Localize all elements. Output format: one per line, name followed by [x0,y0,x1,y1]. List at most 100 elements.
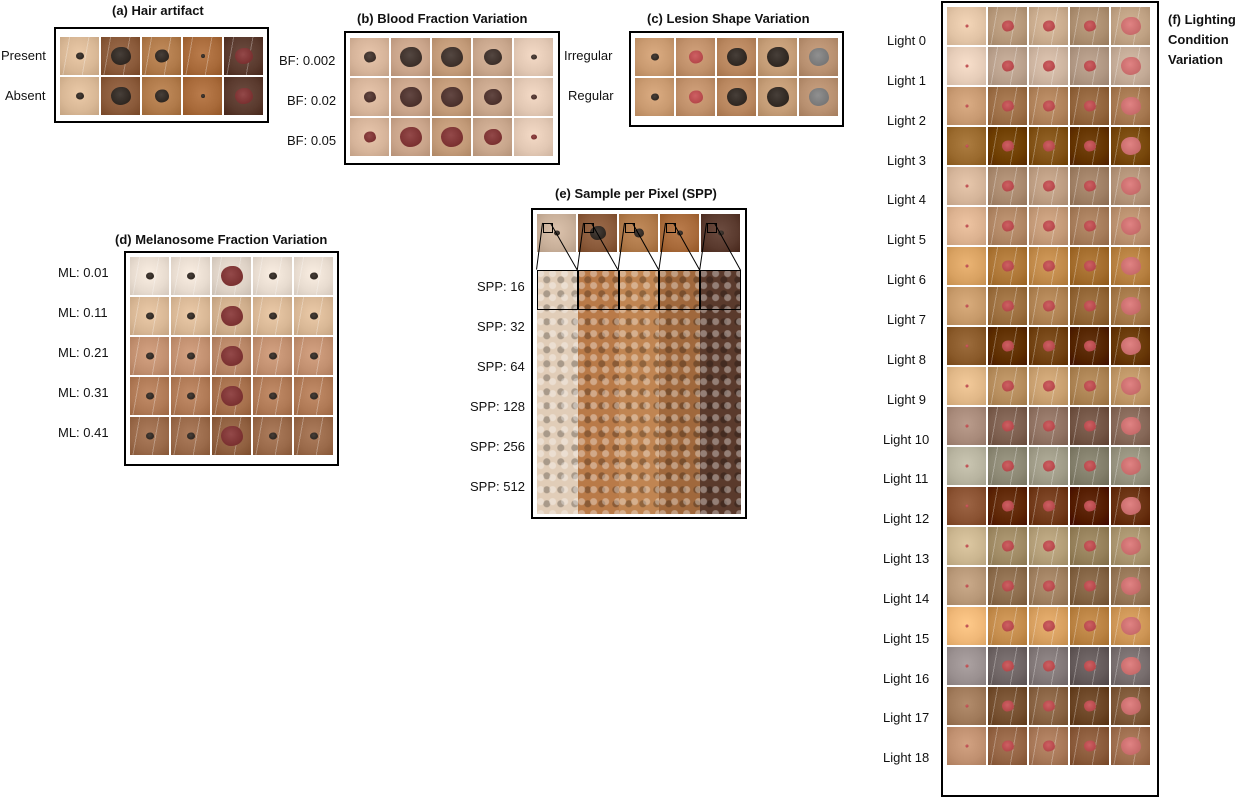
lighting-tile [1070,207,1109,245]
hair-tile [183,37,222,75]
lesion [110,87,131,105]
row-label-bf-002: BF: 0.02 [287,93,337,108]
lighting-tile [1029,247,1068,285]
melanosome-tile [294,377,333,415]
lesion [1120,737,1141,755]
lesion-shape-tile [717,38,756,76]
lesion [965,584,968,588]
lesion [220,266,243,286]
lesion [1120,337,1141,355]
lighting-tile [1111,527,1150,565]
lesion [965,304,968,308]
lighting-tile [1070,87,1109,125]
lighting-tile [988,287,1027,325]
lesion [309,432,318,440]
lesion-shape-tile [676,78,715,116]
melanosome-tile [212,337,251,375]
lesion [309,272,318,280]
lighting-tile [1111,367,1150,405]
lesion [145,272,154,280]
blood-fraction-tile [432,78,471,116]
lesion [1083,380,1096,392]
blood-fraction-tile [514,38,553,76]
lesion [965,384,968,388]
lesion [1083,420,1096,432]
row-label-spp-64: SPP: 64 [477,359,525,374]
lesion [268,392,277,400]
lesion [186,392,195,400]
lesion [965,144,968,148]
row-label-spp-256: SPP: 256 [470,439,525,454]
hair-tile [60,77,99,115]
melanosome-tile [253,297,292,335]
spp-crop-column [577,270,619,514]
lesion [766,47,789,67]
lighting-tile [1070,367,1109,405]
lesion [1001,460,1014,472]
lighting-tile [947,247,986,285]
lighting-row-label: Light 18 [883,750,930,766]
hair-tile [101,77,140,115]
lesion [1120,217,1141,235]
lighting-tile [1070,247,1109,285]
panel-f-title-line-2: Condition [1168,32,1229,47]
blood-fraction-tile [473,78,512,116]
lesion [234,48,253,64]
hair-tile [224,77,263,115]
lighting-tile [1029,527,1068,565]
lighting-tile [988,447,1027,485]
lighting-tile [947,7,986,45]
melanosome-tile [130,377,169,415]
spp-crops-area [537,270,741,514]
row-label-ml-021: ML: 0.21 [58,345,109,360]
lighting-tile [1070,727,1109,765]
lighting-tile [1111,687,1150,725]
lesion [1083,740,1096,752]
lighting-row-label: Light 15 [883,630,930,646]
spp-crop-column [618,270,660,514]
lesion [234,88,253,104]
spp-crop-column [700,270,741,514]
lesion [1083,60,1096,72]
lesion [1083,540,1096,552]
lighting-tile [1111,127,1150,165]
lesion-shape-tile [676,38,715,76]
row-label-spp-16: SPP: 16 [477,279,525,294]
lighting-tile [947,487,986,525]
lesion [1120,17,1141,35]
panel-f-title-line-3: Variation [1168,52,1223,67]
lesion [186,312,195,320]
lesion [1083,340,1096,352]
lighting-row-label: Light 10 [883,431,930,447]
panel-b-grid [350,38,553,156]
lesion-shape-tile [799,38,838,76]
lighting-tile [1111,567,1150,605]
lighting-tile [947,127,986,165]
lesion-shape-tile [635,38,674,76]
lighting-row-label: Light 2 [887,112,927,128]
lesion [1001,620,1014,632]
lighting-tile [947,687,986,725]
lesion [1042,580,1055,592]
lighting-tile [1070,127,1109,165]
blood-fraction-tile [391,38,430,76]
lesion [1042,500,1055,512]
melanosome-tile [212,417,251,455]
lesion [483,89,502,105]
lesion [1042,60,1055,72]
lesion [1083,300,1096,312]
blood-fraction-tile [350,38,389,76]
lesion [363,131,376,143]
lesion [1120,657,1141,675]
lighting-tile [988,47,1027,85]
row-label-regular: Regular [568,88,614,103]
lesion [965,344,968,348]
lighting-tile [988,407,1027,445]
lighting-row-label: Light 9 [887,391,927,407]
lighting-tile [1029,207,1068,245]
blood-fraction-tile [391,118,430,156]
lesion [1120,457,1141,475]
lighting-tile [988,367,1027,405]
lesion [75,52,84,60]
hair-tile [142,37,181,75]
